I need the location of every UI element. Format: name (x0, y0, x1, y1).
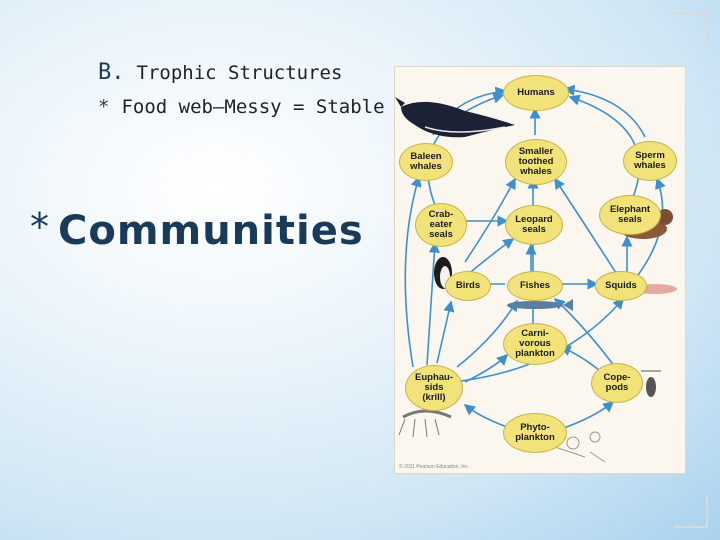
node-squids: Squids (595, 271, 647, 301)
corner-bracket-top (674, 12, 708, 46)
title-star: * (30, 205, 49, 249)
node-birds: Birds (445, 271, 491, 301)
arrow-elephant-humans (568, 94, 641, 198)
arrow-birds-leopard (466, 238, 515, 276)
node-copepods: Cope- pods (591, 363, 643, 403)
arrow-birds-toothed (464, 177, 516, 263)
corner-bracket-bottom (674, 494, 708, 528)
node-carnivorous-plankton: Carni- vorous plankton (503, 323, 567, 365)
arrow-euphausids-birds (436, 300, 455, 364)
phytoplankton-illustration (554, 431, 606, 463)
bullet-star: * (98, 96, 110, 118)
figure-copyright: © 2011 Pearson Education, Inc. (399, 464, 470, 470)
node-crabeater-seals: Crab- eater seals (415, 203, 467, 247)
arrow-euphausids-carni (464, 353, 509, 383)
node-phytoplankton: Phyto- plankton (503, 413, 567, 453)
node-smaller-toothed-whales: Smaller toothed whales (505, 139, 567, 185)
node-sperm-whales: Sperm whales (623, 141, 677, 181)
node-fishes: Fishes (507, 271, 563, 301)
whale-illustration (395, 97, 515, 138)
arrow-squid-toothed (554, 177, 621, 280)
arrow-phyto-euphausids (463, 404, 508, 428)
section-title: Trophic Structures (136, 62, 343, 84)
arrow-euphausids-crabeater (426, 241, 440, 366)
bullet-text: Food web—Messy = Stable (121, 96, 385, 118)
arrow-euphausids-baleen (404, 175, 422, 368)
bullet-point: * Food web—Messy = Stable (98, 96, 385, 118)
arrow-crabeater-humans (427, 92, 505, 206)
food-web-figure: Humans Baleen whales Smaller toothed wha… (394, 66, 686, 474)
section-heading: B. Trophic Structures (98, 60, 342, 85)
node-baleen-whales: Baleen whales (399, 143, 453, 181)
arrow-euphausids-fishes (456, 299, 518, 368)
krill-illustration (398, 409, 452, 438)
section-letter: B. (98, 60, 125, 85)
fish-illustration (507, 299, 573, 311)
node-humans: Humans (503, 75, 569, 111)
node-euphausids: Euphau- sids (krill) (405, 365, 463, 411)
slide-title: Communities (58, 208, 364, 254)
node-leopard-seals: Leopard seals (505, 205, 563, 245)
arrow-sperm-humans (563, 84, 646, 138)
copepod-illustration (641, 370, 661, 397)
arrow-copepods-fishes (553, 297, 616, 368)
arrow-phyto-copepods (560, 400, 615, 430)
node-elephant-seals: Elephant seals (599, 195, 661, 235)
food-web-arrows (395, 84, 677, 463)
